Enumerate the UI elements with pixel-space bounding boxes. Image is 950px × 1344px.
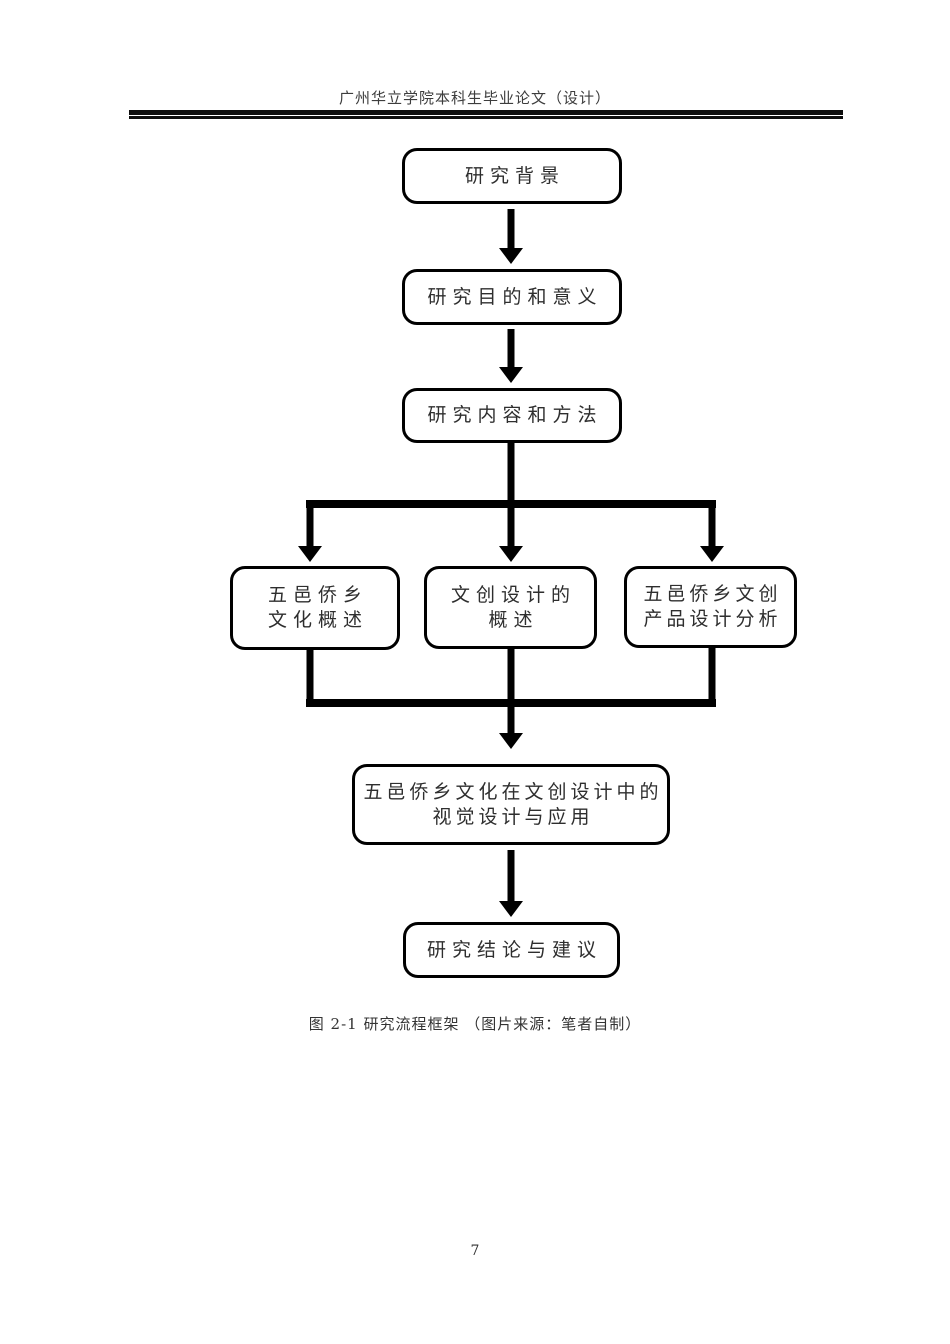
node-label-line: 五邑侨乡文创 — [643, 583, 782, 605]
merge-arrow-head — [499, 733, 523, 749]
page-number: 7 — [470, 1243, 480, 1259]
node-label-line: 研究内容和方法 — [427, 404, 603, 426]
split-left-arrow-head — [298, 546, 322, 562]
arrow-head-3 — [499, 901, 523, 917]
node-label-line: 视觉设计与应用 — [432, 805, 594, 828]
node-label-line: 文创设计的 — [450, 583, 576, 606]
split-right-arrow-head — [700, 546, 724, 562]
node-research-purpose: 研究目的和意义 — [402, 269, 622, 325]
node-conclusions-suggestions: 研究结论与建议 — [403, 922, 620, 978]
node-label-line: 产品设计分析 — [643, 608, 782, 630]
node-label-line: 五邑侨乡文化在文创设计中的 — [363, 780, 663, 803]
arrow-head-2 — [499, 367, 523, 383]
node-label-line: 研究背景 — [464, 164, 565, 187]
node-wuyi-culture-overview: 五邑侨乡 文化概述 — [230, 566, 400, 650]
node-label-line: 文化概述 — [267, 609, 368, 631]
arrow-head-1 — [499, 248, 523, 264]
node-research-background: 研究背景 — [402, 148, 622, 204]
node-research-content-methods: 研究内容和方法 — [402, 388, 622, 443]
node-label-line: 概述 — [488, 608, 539, 631]
page-header-title: 广州华立学院本科生毕业论文（设计） — [338, 89, 611, 107]
split-center-arrow-head — [499, 546, 523, 562]
figure-caption: 图 2-1 研究流程框架 （图片来源：笔者自制） — [308, 1015, 642, 1033]
node-label-line: 五邑侨乡 — [267, 584, 368, 606]
header-rule-thick — [129, 110, 843, 115]
node-wuyi-product-design-analysis: 五邑侨乡文创 产品设计分析 — [624, 566, 797, 648]
node-label-line: 研究结论与建议 — [426, 938, 602, 961]
header-rule-thin — [129, 116, 843, 119]
node-creative-design-overview: 文创设计的 概述 — [424, 566, 597, 649]
node-label-line: 研究目的和意义 — [427, 285, 603, 308]
node-visual-design-application: 五邑侨乡文化在文创设计中的 视觉设计与应用 — [352, 764, 670, 845]
